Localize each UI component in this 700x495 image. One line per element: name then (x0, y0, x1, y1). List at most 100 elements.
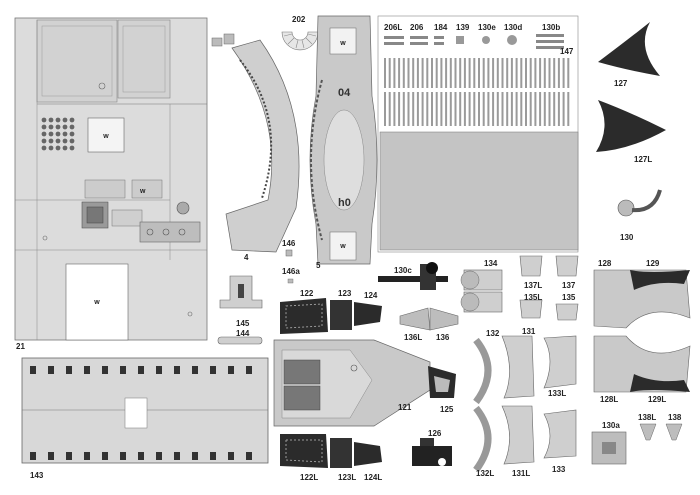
part-label-135: 135 (562, 293, 576, 302)
part-label-121: 121 (398, 403, 412, 412)
rib-strip (557, 92, 560, 126)
part-label-132: 132 (486, 329, 500, 338)
rib-strip (487, 58, 490, 88)
rib-strip (510, 58, 513, 88)
part-133L (543, 335, 577, 389)
rib-strip (440, 92, 443, 126)
rib-strip (440, 58, 443, 88)
rib-strip (416, 92, 419, 126)
deck-cleat (156, 366, 162, 374)
rib-strip (501, 92, 504, 126)
part-label-127L: 127L (634, 155, 652, 164)
part-label-202: 202 (292, 15, 306, 24)
part-label-123: 123 (338, 289, 352, 298)
part-label-130b: 130b (542, 23, 560, 32)
part-label-131: 131 (522, 327, 536, 336)
deck-cleat (48, 452, 54, 460)
part-5-keel: w 04 h0 w (309, 15, 378, 265)
rib-strip (496, 92, 499, 126)
vent-hole (55, 138, 61, 144)
part-label-135L: 135L (524, 293, 542, 302)
rib-strip (562, 58, 565, 88)
rib-strip (402, 92, 405, 126)
vent-hole (62, 131, 68, 137)
vent-hole (62, 124, 68, 130)
rib-strip (393, 58, 396, 88)
part-129L (630, 374, 690, 392)
part-label-132L: 132L (476, 469, 494, 478)
deck-cleat (102, 452, 108, 460)
part-label-206L: 206L (384, 23, 402, 32)
rib-strip (492, 58, 495, 88)
vent-hole (69, 138, 75, 144)
part-130a (591, 431, 627, 465)
deck-cleat (48, 366, 54, 374)
rib-strip (445, 92, 448, 126)
vent-hole (41, 131, 47, 137)
rib-strip (543, 58, 546, 88)
part-128L (593, 335, 691, 393)
vent-hole (55, 131, 61, 137)
rib-strip (426, 58, 429, 88)
rib-strip (567, 92, 570, 126)
glue-mark: w (339, 243, 346, 250)
deck-cleat (174, 366, 180, 374)
deck-cleat (120, 366, 126, 374)
rib-strip (445, 58, 448, 88)
vent-hole (41, 145, 47, 151)
part-label-124L: 124L (364, 473, 382, 482)
rib-strip (473, 92, 476, 126)
glue-mark: w (139, 188, 146, 195)
part-label-136: 136 (436, 333, 450, 342)
rib-strip (384, 92, 386, 126)
vent-hole (48, 117, 54, 123)
deck-cleat (84, 452, 90, 460)
part-135 (555, 303, 579, 321)
vent-hole (48, 131, 54, 137)
vent-hole (69, 117, 75, 123)
part-label-146: 146 (282, 239, 296, 248)
part-123 (330, 300, 352, 330)
part-128 (593, 269, 691, 329)
vent-hole (55, 145, 61, 151)
deck-cleat (138, 452, 144, 460)
rib-strip (435, 58, 438, 88)
part-130c (378, 262, 448, 290)
rib-strip (384, 58, 386, 88)
rib-strip (553, 58, 556, 88)
part-138L (639, 423, 657, 441)
rib-strip (412, 58, 415, 88)
rib-strip (421, 58, 424, 88)
deck-cleat (210, 366, 216, 374)
part-label-147: 147 (560, 47, 574, 56)
rib-strip (543, 92, 546, 126)
rib-strip (454, 92, 457, 126)
deck-cleat (120, 452, 126, 460)
part-label-184: 184 (434, 23, 448, 32)
part-label-122: 122 (300, 289, 314, 298)
deck-cleat (192, 366, 198, 374)
rib-strip (459, 58, 462, 88)
part-124L (354, 442, 382, 466)
part-label-138L: 138L (638, 413, 656, 422)
part-138 (665, 423, 683, 441)
rib-strip (412, 92, 415, 126)
rib-strip (398, 58, 401, 88)
deck-cleat (210, 452, 216, 460)
rib-strip (407, 92, 410, 126)
part-label-5: 5 (316, 261, 321, 270)
deck-cleat (30, 452, 36, 460)
part-label-133L: 133L (548, 389, 566, 398)
part-137 (555, 255, 579, 277)
rib-strip (496, 58, 499, 88)
vent-hole (48, 138, 54, 144)
rib-strip (520, 92, 523, 126)
rib-strip (393, 92, 396, 126)
hull-marking-upper: 04 (338, 87, 351, 99)
part-label-144: 144 (236, 329, 250, 338)
part-127-fin (598, 22, 660, 76)
rib-strip (468, 92, 471, 126)
rib-strip (398, 92, 401, 126)
rib-strip (510, 92, 513, 126)
vent-hole (48, 145, 54, 151)
